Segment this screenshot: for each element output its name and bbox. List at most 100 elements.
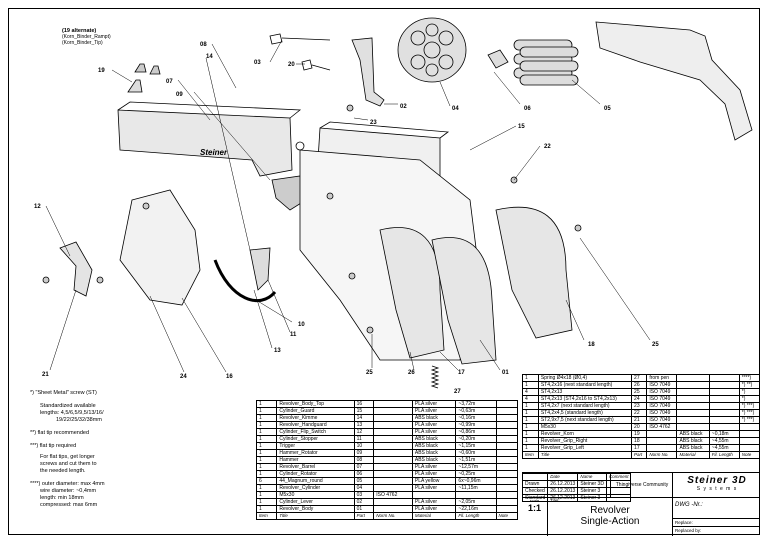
rev-header-cell: [521, 473, 549, 481]
note-3c: screws and cut them to: [40, 461, 97, 467]
cylinder-part: [397, 17, 467, 83]
bom-cell: ISO 7049: [646, 395, 678, 403]
bom-cell: PLA silver: [411, 400, 457, 408]
bom-cell: Trigger: [276, 442, 355, 450]
screw-24b: [142, 202, 150, 210]
bom-cell: 06: [353, 470, 375, 478]
bom-header-cell: Fil. Length: [455, 512, 497, 520]
note-4: ****) outer diameter: max 4mm: [30, 481, 105, 487]
note-1c: lengths: 4,5/6,5/9,5/13/16/: [40, 410, 104, 416]
rev-cell: 26.12.2013: [547, 480, 579, 488]
bom-cell: 1: [255, 400, 278, 408]
alt-sight-2: [149, 65, 161, 75]
bom-cell: [495, 400, 518, 408]
bom-cell: [373, 456, 413, 464]
bom-cell: 1: [255, 428, 278, 436]
bom-cell: 1: [255, 442, 278, 450]
bom-cell: 11: [353, 435, 375, 443]
bom-cell: Cylinder_Flip_Switch: [276, 428, 355, 436]
bom-cell: 10: [353, 442, 375, 450]
bom-cell: [495, 421, 518, 429]
bom-cell: [495, 442, 518, 450]
bom-cell: 08: [353, 456, 375, 464]
callout-25a: 25: [366, 370, 373, 376]
bom-cell: ~1,15m: [455, 442, 497, 450]
bom-cell: Revolver_Korn: [537, 430, 633, 438]
bom-cell: ~4,55m: [708, 437, 740, 445]
bom-cell: 20: [631, 423, 648, 431]
bom-cell: Revolver_Body_Top: [276, 400, 355, 408]
bom-cell: ~11,15m: [455, 484, 497, 492]
bom-header-cell: Title: [537, 451, 633, 459]
bom-cell: ABS black: [411, 442, 457, 450]
rev-cell: 26.12.2013: [547, 487, 579, 495]
replaces: Replace:: [673, 519, 760, 527]
alternate-label: (19 alternate): [62, 28, 96, 34]
bom-cell: 1: [255, 414, 278, 422]
bom-cell: Revolver_Cylinder: [276, 484, 355, 492]
callout-07: 07: [166, 79, 173, 85]
bom-cell: 1: [255, 435, 278, 443]
bom-cell: [708, 416, 740, 424]
bom-cell: [373, 498, 413, 506]
bom-cell: ~0,16m: [455, 414, 497, 422]
bom-cell: 23: [631, 402, 648, 410]
bom-cell: ****): [738, 374, 761, 382]
bom-cell: Cylinder_Stopper: [276, 435, 355, 443]
bom-cell: 1: [255, 456, 278, 464]
screw-25a: [348, 272, 356, 280]
bom-cell: 1: [522, 381, 539, 389]
bom-cell: 1: [522, 444, 539, 452]
bom-cell: Revolver_Grip_Left: [537, 444, 633, 452]
callout-22: 22: [544, 144, 551, 150]
bom-cell: PLA yellow: [411, 477, 457, 485]
bom-header-cell: Fil. Length: [708, 451, 740, 459]
bom-cell: [373, 477, 413, 485]
bom-cell: ISO 4762: [373, 491, 413, 499]
callout-15: 15: [518, 124, 525, 130]
alt-sight-1: [134, 63, 147, 73]
bom-cell: 1: [255, 505, 278, 513]
bom-cell: [646, 437, 678, 445]
bom-cell: [495, 435, 518, 443]
callout-24: 24: [180, 374, 187, 380]
screw-21: [42, 276, 50, 284]
bom-cell: [373, 442, 413, 450]
bom-cell: PLA silver: [411, 505, 457, 513]
bom-cell: ST4,2x7 (next standard length): [537, 402, 633, 410]
bom-cell: 05: [353, 477, 375, 485]
bom-cell: ISO 7049: [646, 416, 678, 424]
bom-cell: PLA silver: [411, 470, 457, 478]
bom-cell: 1: [522, 374, 539, 382]
bom-cell: [373, 470, 413, 478]
bom-cell: [708, 388, 740, 396]
bom-cell: 04: [353, 484, 375, 492]
callout-10: 10: [298, 322, 305, 328]
title-cell: Titel: Revolver Single-Action: [548, 497, 672, 536]
bom-cell: 24: [631, 395, 648, 403]
bom-cell: [495, 456, 518, 464]
bom-cell: ~0,99m: [455, 421, 497, 429]
rev-cell: Drawn: [521, 480, 549, 488]
handguard-part: [213, 259, 277, 303]
bom-cell: [708, 402, 740, 410]
callout-23: 23: [370, 120, 377, 126]
bom-cell: 21: [631, 416, 648, 424]
alternate-sub2: (Korn_Binder_Tip): [62, 40, 103, 46]
note-2: **) flat tip recommended: [30, 430, 89, 436]
note-3b: For flat tips, get longer: [40, 454, 95, 460]
company-name: Steiner 3D: [687, 475, 747, 486]
bom-cell: ISO 4762: [646, 423, 678, 431]
sheet-border: [8, 8, 760, 535]
screw-25c: [574, 224, 582, 232]
rev-cell: [605, 494, 632, 502]
note-1: *) "Sheet Metal" screw (ST): [30, 390, 97, 396]
note-3d: the needed length.: [40, 468, 86, 474]
